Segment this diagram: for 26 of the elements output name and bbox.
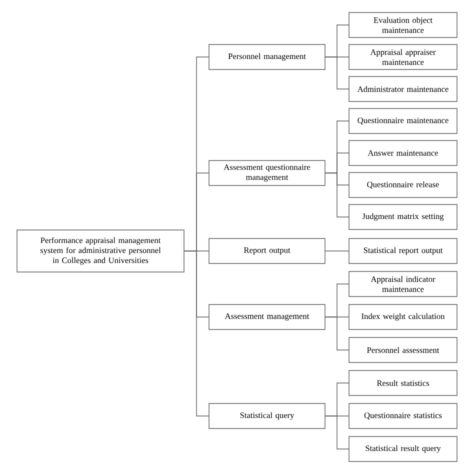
function-box: Appraisal indicator maintenance	[348, 271, 458, 297]
function-box: Personnel assessment	[348, 337, 458, 363]
module-box: Assessment management	[208, 304, 326, 330]
module-box: Personnel management	[208, 44, 326, 70]
function-box: Result statistics	[348, 370, 458, 396]
module-box: Statistical query	[208, 403, 326, 429]
function-box: Administrator maintenance	[348, 76, 458, 102]
connector-line	[184, 250, 209, 416]
connector-line	[325, 416, 349, 450]
connector-line	[325, 172, 349, 218]
connector-line	[325, 250, 349, 252]
function-box: Index weight calculation	[348, 304, 458, 330]
function-box: Evaluation object maintenance	[348, 12, 458, 38]
root-box: Performance appraisal management system for administrative personnel in Colleges and Universities	[16, 230, 184, 272]
module-box: Assessment questionnaire management	[208, 160, 326, 186]
function-box: Questionnaire maintenance	[348, 108, 458, 134]
connector-line	[325, 56, 349, 90]
function-box: Questionnaire statistics	[348, 403, 458, 429]
function-box: Answer maintenance	[348, 140, 458, 166]
function-box: Statistical result query	[348, 436, 458, 462]
function-box: Judgment matrix setting	[348, 204, 458, 230]
function-box: Appraisal appraiser maintenance	[348, 44, 458, 70]
connector-line	[325, 316, 349, 350]
function-box: Statistical report output	[348, 238, 458, 264]
function-box: Questionnaire release	[348, 172, 458, 198]
module-box: Report output	[208, 238, 326, 264]
